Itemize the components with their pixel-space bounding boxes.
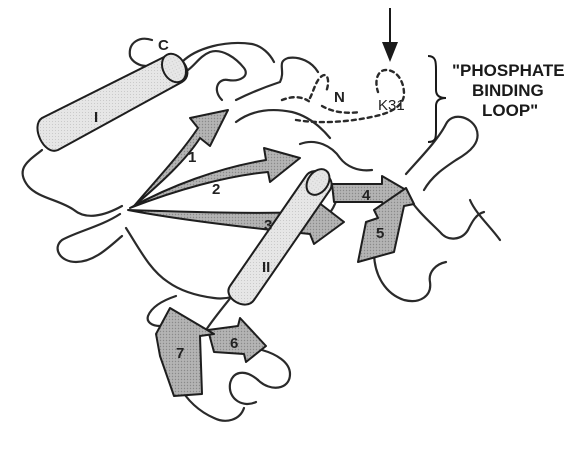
callout-line-3: LOOP" [482, 101, 538, 120]
n-terminus-label: N [334, 89, 345, 106]
strand-label-2: 2 [212, 181, 220, 198]
strand-label-7: 7 [176, 345, 184, 362]
helix-label-1: I [94, 109, 98, 126]
strand-label-5: 5 [376, 225, 384, 242]
callout-line-2: BINDING [472, 81, 544, 100]
strand-label-4: 4 [362, 187, 371, 204]
beta-strand-7 [156, 308, 214, 396]
alpha-helix-1 [37, 50, 190, 151]
down-arrow-icon [382, 8, 398, 62]
strand-label-1: 1 [188, 149, 196, 166]
strand-label-6: 6 [230, 335, 238, 352]
beta-strand-2 [130, 148, 300, 208]
helix-label-2: II [262, 259, 270, 276]
callout-line-1: "PHOSPHATE [452, 61, 565, 80]
c-terminus-label: C [158, 37, 169, 54]
strand-label-3: 3 [264, 217, 272, 234]
residue-label: K31 [378, 97, 405, 114]
